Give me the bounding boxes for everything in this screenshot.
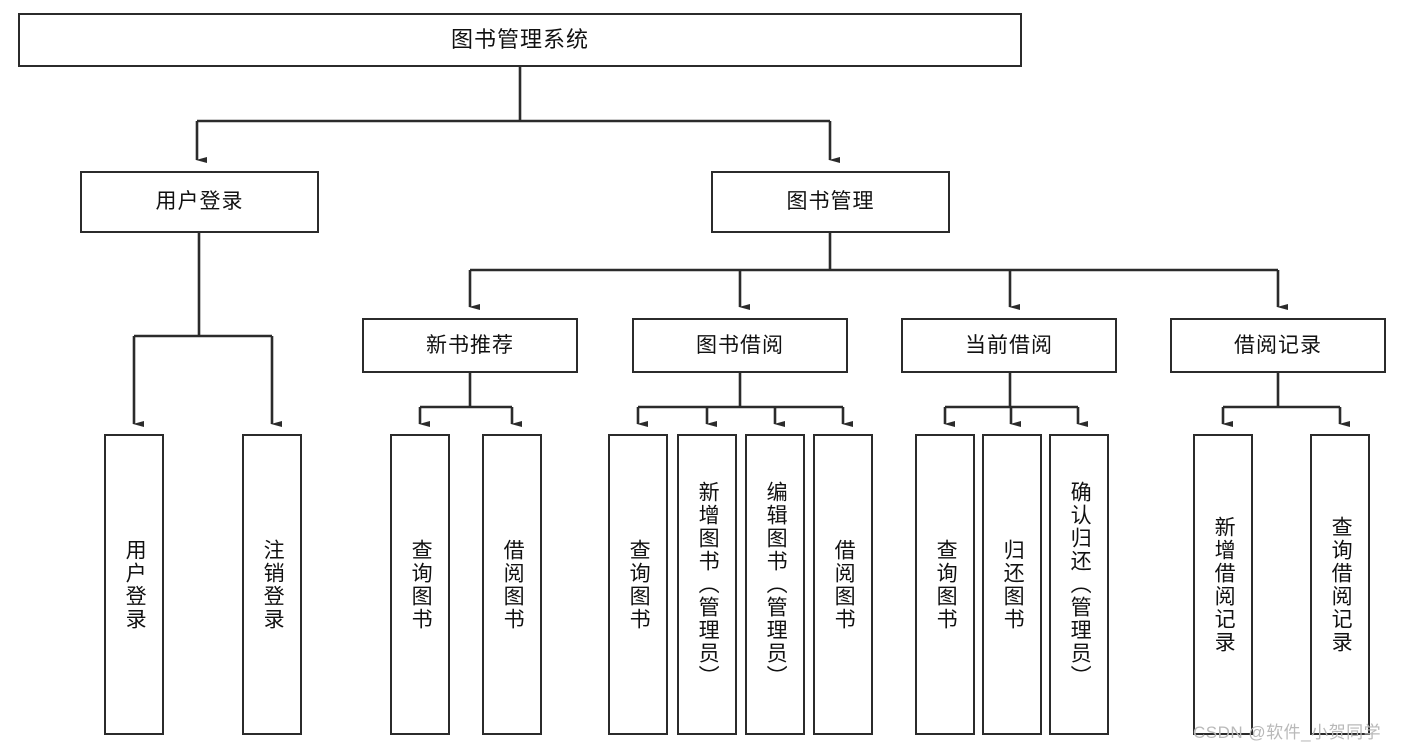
node-label: 确认归还（管理员） <box>1068 481 1092 688</box>
leaf-book-borrow-edit[interactable]: 编辑图书（管理员） <box>745 434 805 735</box>
leaf-current-borrow-query[interactable]: 查询图书 <box>915 434 975 735</box>
node-label: 当前借阅 <box>965 333 1053 357</box>
leaf-book-borrow-add[interactable]: 新增图书（管理员） <box>677 434 737 735</box>
leaf-current-borrow-return[interactable]: 归还图书 <box>982 434 1042 735</box>
leaf-borrow-record-query[interactable]: 查询借阅记录 <box>1310 434 1370 735</box>
node-label: 查询图书 <box>934 538 958 631</box>
leaf-current-borrow-confirm-return[interactable]: 确认归还（管理员） <box>1049 434 1109 735</box>
node-label: 图书管理 <box>786 190 875 214</box>
leaf-user-login-signin[interactable]: 用户登录 <box>104 434 164 735</box>
node-user-login[interactable]: 用户登录 <box>80 171 319 233</box>
node-root-system[interactable]: 图书管理系统 <box>18 13 1022 67</box>
leaf-borrow-record-add[interactable]: 新增借阅记录 <box>1193 434 1253 735</box>
csdn-watermark: CSDN @软件_小贺同学 <box>1193 723 1382 742</box>
leaf-new-book-borrow[interactable]: 借阅图书 <box>482 434 542 735</box>
node-label: 图书借阅 <box>696 333 784 357</box>
node-label: 图书管理系统 <box>450 26 589 52</box>
node-label: 新增图书（管理员） <box>696 481 720 688</box>
node-label: 归还图书 <box>1001 538 1025 631</box>
node-label: 借阅记录 <box>1234 333 1322 357</box>
node-book-management[interactable]: 图书管理 <box>711 171 950 233</box>
node-label: 查询图书 <box>409 538 433 631</box>
node-borrow-record[interactable]: 借阅记录 <box>1170 318 1386 373</box>
node-label: 用户登录 <box>155 190 244 214</box>
node-label: 查询借阅记录 <box>1329 515 1353 654</box>
leaf-book-borrow-borrow[interactable]: 借阅图书 <box>813 434 873 735</box>
node-label: 注销登录 <box>261 538 285 631</box>
node-current-borrow[interactable]: 当前借阅 <box>901 318 1117 373</box>
node-label: 查询图书 <box>627 538 651 631</box>
node-label: 借阅图书 <box>832 538 856 631</box>
leaf-new-book-query[interactable]: 查询图书 <box>390 434 450 735</box>
node-label: 用户登录 <box>123 538 147 631</box>
node-book-borrow[interactable]: 图书借阅 <box>632 318 848 373</box>
leaf-book-borrow-query[interactable]: 查询图书 <box>608 434 668 735</box>
node-label: 借阅图书 <box>501 538 525 631</box>
node-new-book-recommend[interactable]: 新书推荐 <box>362 318 578 373</box>
node-label: 新书推荐 <box>426 333 514 357</box>
leaf-user-login-signout[interactable]: 注销登录 <box>242 434 302 735</box>
node-label: 新增借阅记录 <box>1212 515 1236 654</box>
node-label: 编辑图书（管理员） <box>764 481 788 688</box>
